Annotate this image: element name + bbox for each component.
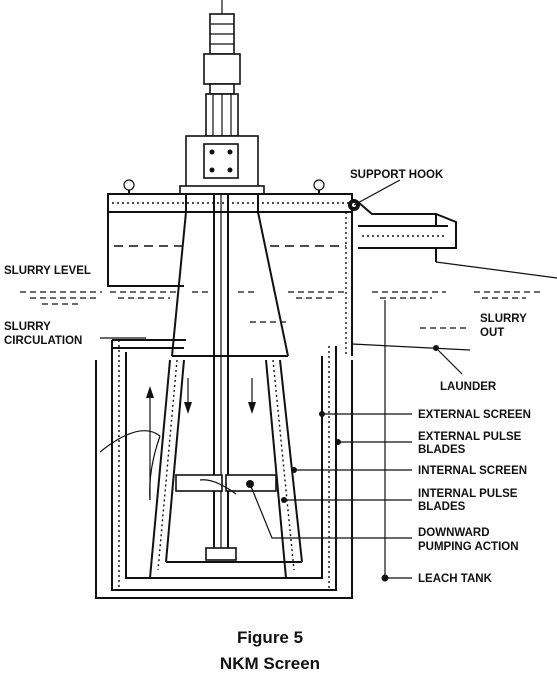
right-support-rod [381, 300, 389, 582]
label-external-pulse-blades-2: BLADES [418, 444, 466, 456]
label-launder: LAUNDER [440, 381, 497, 393]
flow-arrows [99, 378, 256, 501]
upper-support-frame [107, 179, 353, 356]
label-slurry-circulation-1: SLURRY [4, 321, 51, 333]
callout-leaders [100, 179, 471, 579]
leach-tank-and-screens [95, 339, 353, 599]
internal-pulse-blades [175, 474, 277, 495]
conical-housing [171, 194, 289, 357]
caption-title: NKM Screen [220, 654, 320, 673]
label-external-pulse-blades-1: EXTERNAL PULSE [418, 431, 522, 443]
launder-trough [357, 201, 557, 279]
caption-figure-number: Figure 5 [237, 628, 303, 647]
label-slurry-out-1: SLURRY [480, 313, 527, 325]
label-downward-pumping-1: DOWNWARD [418, 527, 490, 539]
drive-motor-assembly [179, 0, 265, 195]
label-support-hook: SUPPORT HOOK [350, 169, 444, 181]
label-slurry-out-2: OUT [480, 327, 504, 339]
slurry-level-lines [20, 291, 540, 329]
label-downward-pumping-2: PUMPING ACTION [418, 541, 519, 553]
label-external-screen: EXTERNAL SCREEN [418, 409, 531, 421]
label-slurry-circulation-2: CIRCULATION [4, 335, 82, 347]
label-slurry-level: SLURRY LEVEL [4, 265, 91, 277]
label-internal-pulse-blades-2: BLADES [418, 501, 466, 513]
central-shaft [205, 194, 237, 561]
label-internal-pulse-blades-1: INTERNAL PULSE [418, 488, 518, 500]
label-leach-tank: LEACH TANK [418, 573, 493, 585]
label-internal-screen: INTERNAL SCREEN [418, 465, 527, 477]
